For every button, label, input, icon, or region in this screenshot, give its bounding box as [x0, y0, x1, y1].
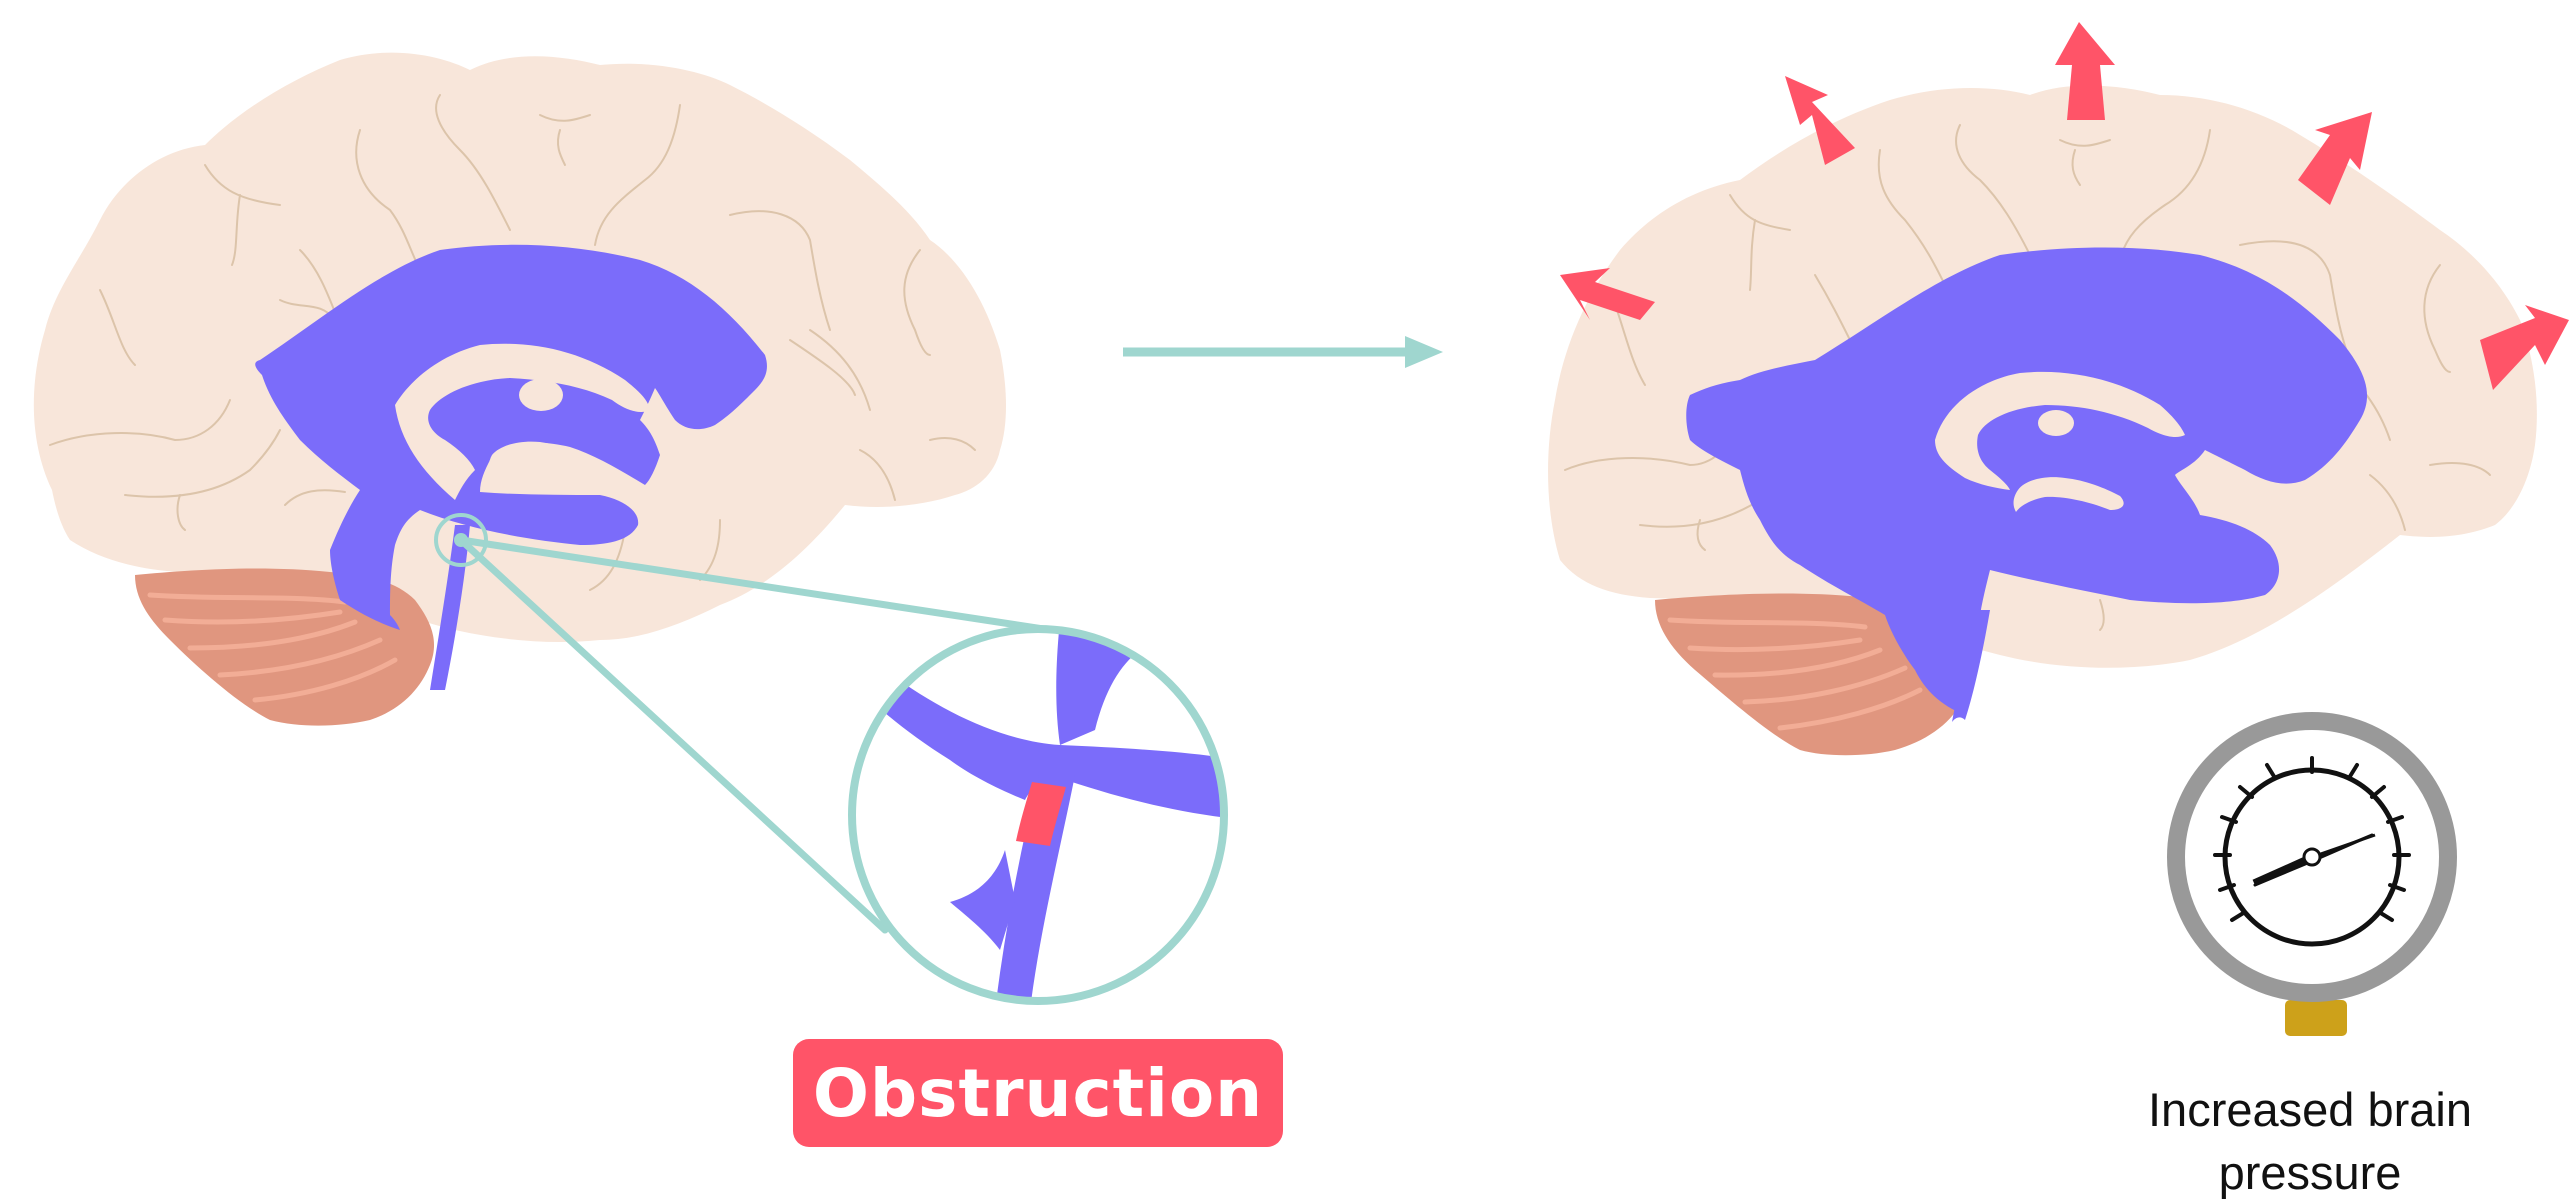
obstruction-text: Obstruction: [813, 1055, 1263, 1132]
ventricle-hole-left: [519, 379, 563, 411]
magnifier-lens: [852, 620, 1250, 1010]
normal-brain: [34, 53, 1006, 726]
gauge-stem: [2285, 1000, 2347, 1036]
pressure-gauge-icon: [2176, 721, 2448, 1036]
hydrocephalus-brain: [1548, 22, 2569, 755]
obstruction-label: Obstruction: [793, 1039, 1283, 1147]
ventricle-hole-right: [2038, 410, 2074, 436]
gauge-pivot: [2304, 849, 2320, 865]
right-arrow-icon: [1123, 336, 1443, 368]
pressure-caption: Increased brain pressure: [2080, 1078, 2540, 1204]
